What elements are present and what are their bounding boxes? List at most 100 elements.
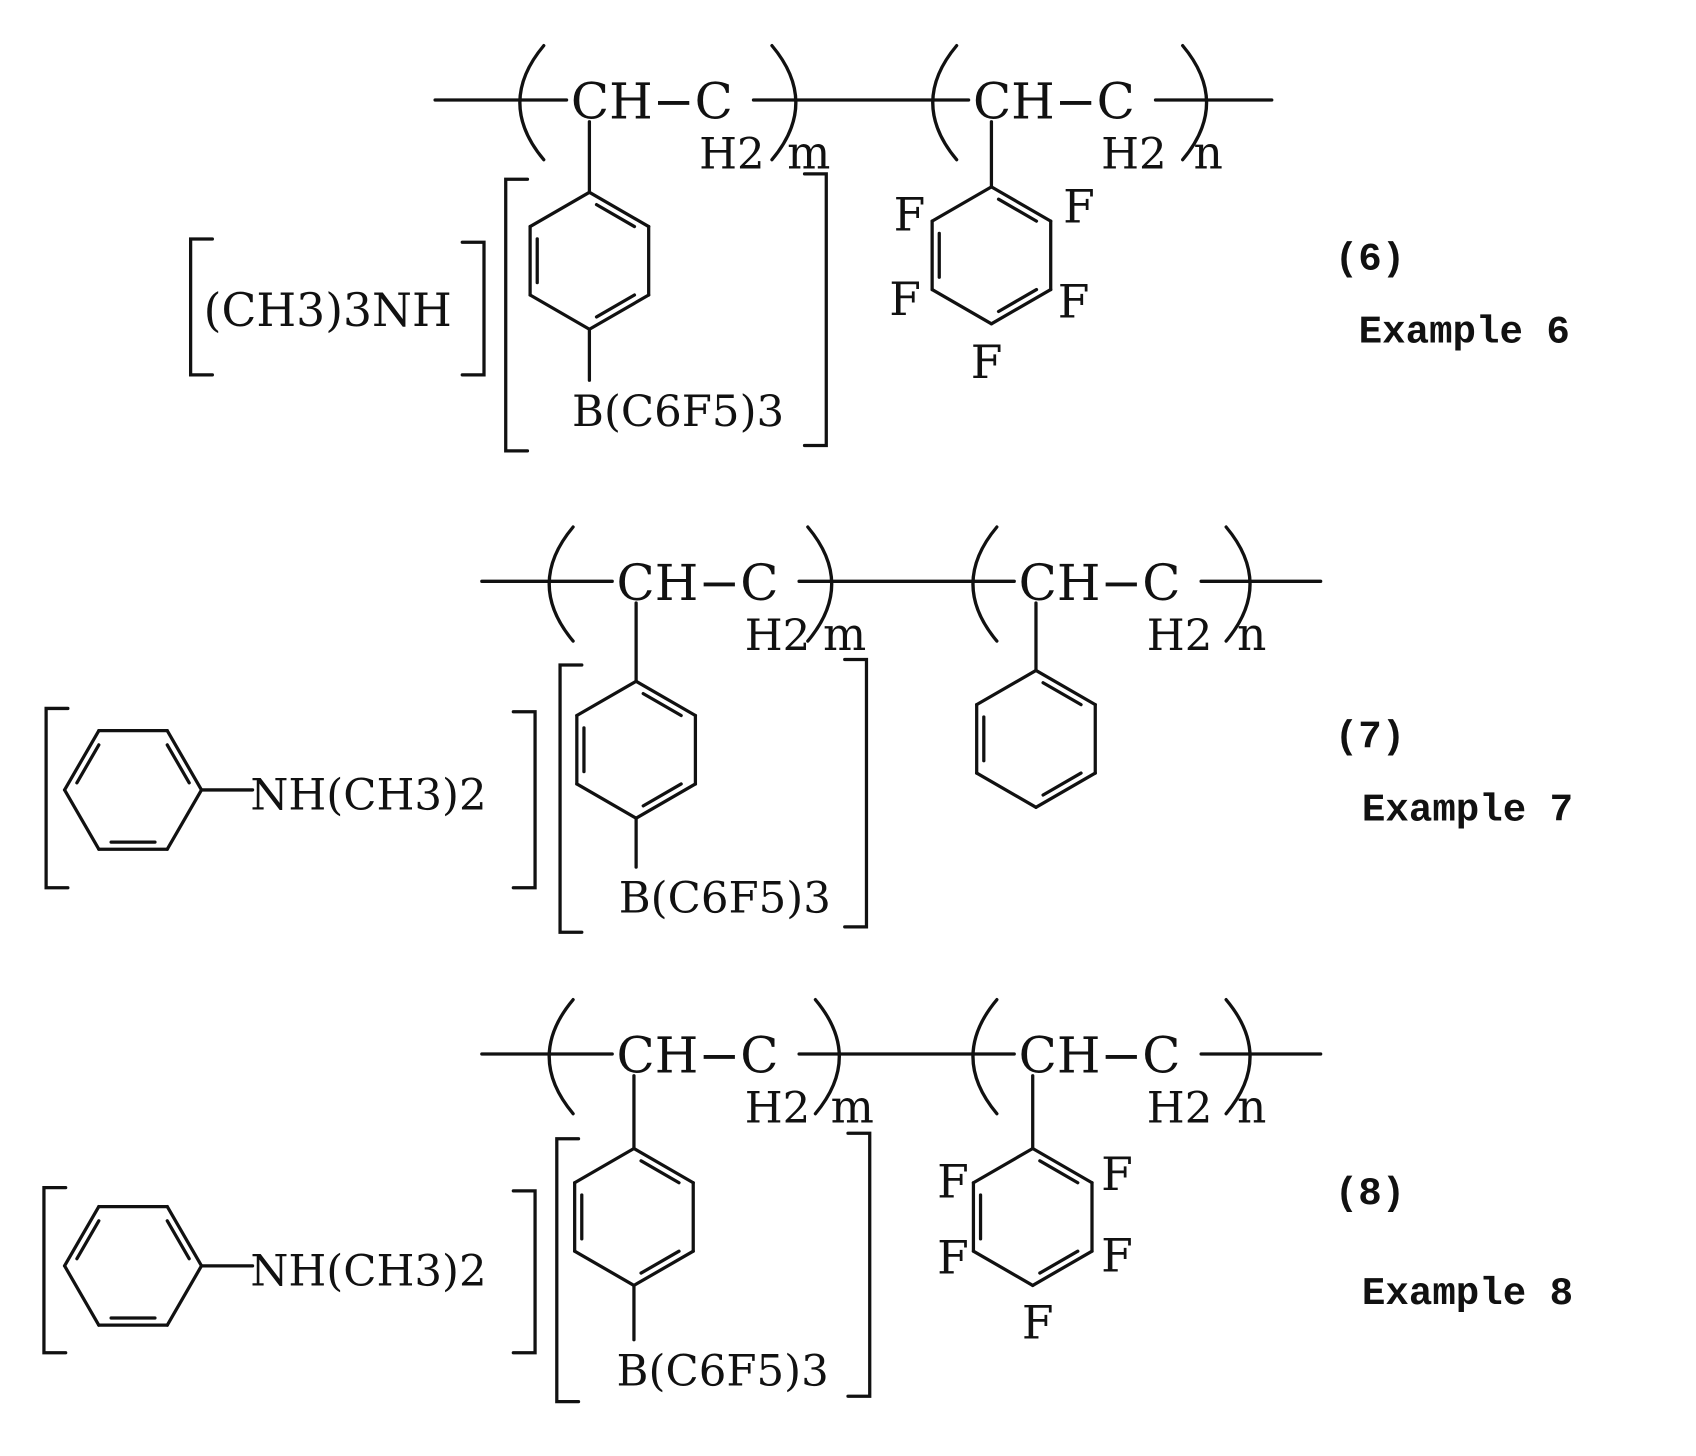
ring-bond xyxy=(530,192,589,226)
ring-bond xyxy=(977,670,1036,704)
left-paren-unit-n xyxy=(933,46,957,160)
left-paren-unit-n xyxy=(973,527,997,641)
ring-bond xyxy=(991,290,1050,324)
subscript-n: n xyxy=(1237,608,1266,661)
unit-n-backbone-text: CH−C xyxy=(1019,1026,1181,1084)
ring-bond xyxy=(973,1149,1032,1183)
unit-m-backbone-text: CH−C xyxy=(571,72,733,130)
ring-bond xyxy=(530,295,589,329)
unit-n-backbone-text: CH−C xyxy=(973,72,1135,130)
anion-bracket-left xyxy=(506,179,528,451)
ring-bond xyxy=(636,784,695,818)
ring-bond xyxy=(634,1251,693,1285)
fluorine-label: F xyxy=(971,336,1003,389)
ring-bond xyxy=(65,790,99,849)
subscript-n: n xyxy=(1237,1080,1266,1133)
left-paren-unit-n xyxy=(973,1000,997,1114)
structure-8: CH−CH2mCH−CH2nB(C6F5)3FFFFFNH(CH3)2(8)Ex… xyxy=(44,1000,1573,1402)
left-paren-unit-m xyxy=(549,527,573,641)
fluorine-label: F xyxy=(1063,181,1095,234)
fluorine-label: F xyxy=(889,273,921,326)
ring-bond xyxy=(65,731,99,790)
ring-bond xyxy=(575,1251,634,1285)
ring-bond xyxy=(577,681,636,715)
formula-number: (6) xyxy=(1335,236,1405,281)
ring-bond xyxy=(167,731,201,790)
unit-m-backbone-text: CH−C xyxy=(617,1026,779,1084)
anion-bracket-right xyxy=(805,174,827,446)
fluorine-label: F xyxy=(1058,275,1090,328)
fluorine-label: F xyxy=(1101,1229,1133,1282)
anion-bracket-left xyxy=(557,1139,579,1402)
ring-bond xyxy=(167,790,201,849)
phenyl-ring xyxy=(977,670,1096,807)
ring-bond xyxy=(167,1207,201,1266)
pentafluorophenyl-ring xyxy=(932,187,1051,324)
unit-m-h2-text: H2 xyxy=(745,1083,811,1133)
cation-bracket-right xyxy=(462,242,484,375)
fluorine-label: F xyxy=(937,1155,969,1208)
left-paren-unit-m xyxy=(520,46,544,160)
borate-group-text: B(C6F5)3 xyxy=(619,874,831,924)
unit-m-h2-text: H2 xyxy=(745,611,811,661)
cation-bracket-left xyxy=(44,1188,66,1353)
ring-bond xyxy=(1036,670,1095,704)
ring-bond xyxy=(636,681,695,715)
fluorine-label: F xyxy=(894,188,926,241)
anion-bracket-left xyxy=(560,665,582,932)
ring-bond xyxy=(932,290,991,324)
subscript-m: m xyxy=(823,608,866,661)
anilinium-phenyl-ring xyxy=(65,731,202,850)
formula-number: (8) xyxy=(1335,1171,1405,1216)
cation-bracket-right xyxy=(513,712,535,888)
cation-bracket-right xyxy=(513,1191,535,1353)
example-label: Example 6 xyxy=(1359,309,1570,354)
phenylene-ring xyxy=(575,1149,694,1286)
subscript-m: m xyxy=(787,126,830,179)
pentafluorophenyl-ring xyxy=(973,1149,1092,1286)
unit-m-h2-text: H2 xyxy=(699,129,765,179)
fluorine-label: F xyxy=(1022,1297,1054,1350)
anion-bracket-right xyxy=(848,1133,870,1396)
example-label: Example 7 xyxy=(1362,787,1573,832)
subscript-m: m xyxy=(831,1080,874,1133)
ring-bond xyxy=(977,773,1036,807)
phenylene-ring xyxy=(577,681,696,818)
unit-n-h2-text: H2 xyxy=(1101,129,1167,179)
structure-7: CH−CH2mCH−CH2nB(C6F5)3NH(CH3)2(7)Example… xyxy=(46,527,1573,932)
cation-text: (CH3)3NH xyxy=(204,284,452,337)
unit-n-h2-text: H2 xyxy=(1147,611,1213,661)
anion-bracket-right xyxy=(845,660,867,927)
ring-bond xyxy=(634,1149,693,1183)
ring-bond xyxy=(991,187,1050,221)
ring-bond xyxy=(1033,1251,1092,1285)
subscript-n: n xyxy=(1194,126,1223,179)
fluorine-label: F xyxy=(937,1231,969,1284)
ring-bond xyxy=(577,784,636,818)
fluorine-label: F xyxy=(1101,1148,1133,1201)
ring-bond xyxy=(973,1251,1032,1285)
ring-bond xyxy=(1033,1149,1092,1183)
ring-bond xyxy=(65,1266,99,1325)
cation-text: NH(CH3)2 xyxy=(250,1246,486,1296)
structure-6: CH−CH2mCH−CH2nB(C6F5)3FFFFF(CH3)3NH(6)Ex… xyxy=(191,46,1570,451)
ring-bond xyxy=(589,192,648,226)
ring-bond xyxy=(65,1207,99,1266)
ring-bond xyxy=(932,187,991,221)
phenylene-ring xyxy=(530,192,649,329)
ring-bond xyxy=(167,1266,201,1325)
unit-n-backbone-text: CH−C xyxy=(1019,554,1181,612)
ring-bond xyxy=(575,1149,634,1183)
left-paren-unit-m xyxy=(549,1000,573,1114)
ring-bond xyxy=(1036,773,1095,807)
borate-group-text: B(C6F5)3 xyxy=(572,387,784,437)
formula-number: (7) xyxy=(1335,715,1405,760)
example-label: Example 8 xyxy=(1362,1271,1573,1316)
cation-bracket-left xyxy=(46,708,68,887)
cation-text: NH(CH3)2 xyxy=(250,770,486,820)
ring-bond xyxy=(589,295,648,329)
unit-m-backbone-text: CH−C xyxy=(617,554,779,612)
borate-group-text: B(C6F5)3 xyxy=(617,1346,829,1396)
unit-n-h2-text: H2 xyxy=(1147,1083,1213,1133)
